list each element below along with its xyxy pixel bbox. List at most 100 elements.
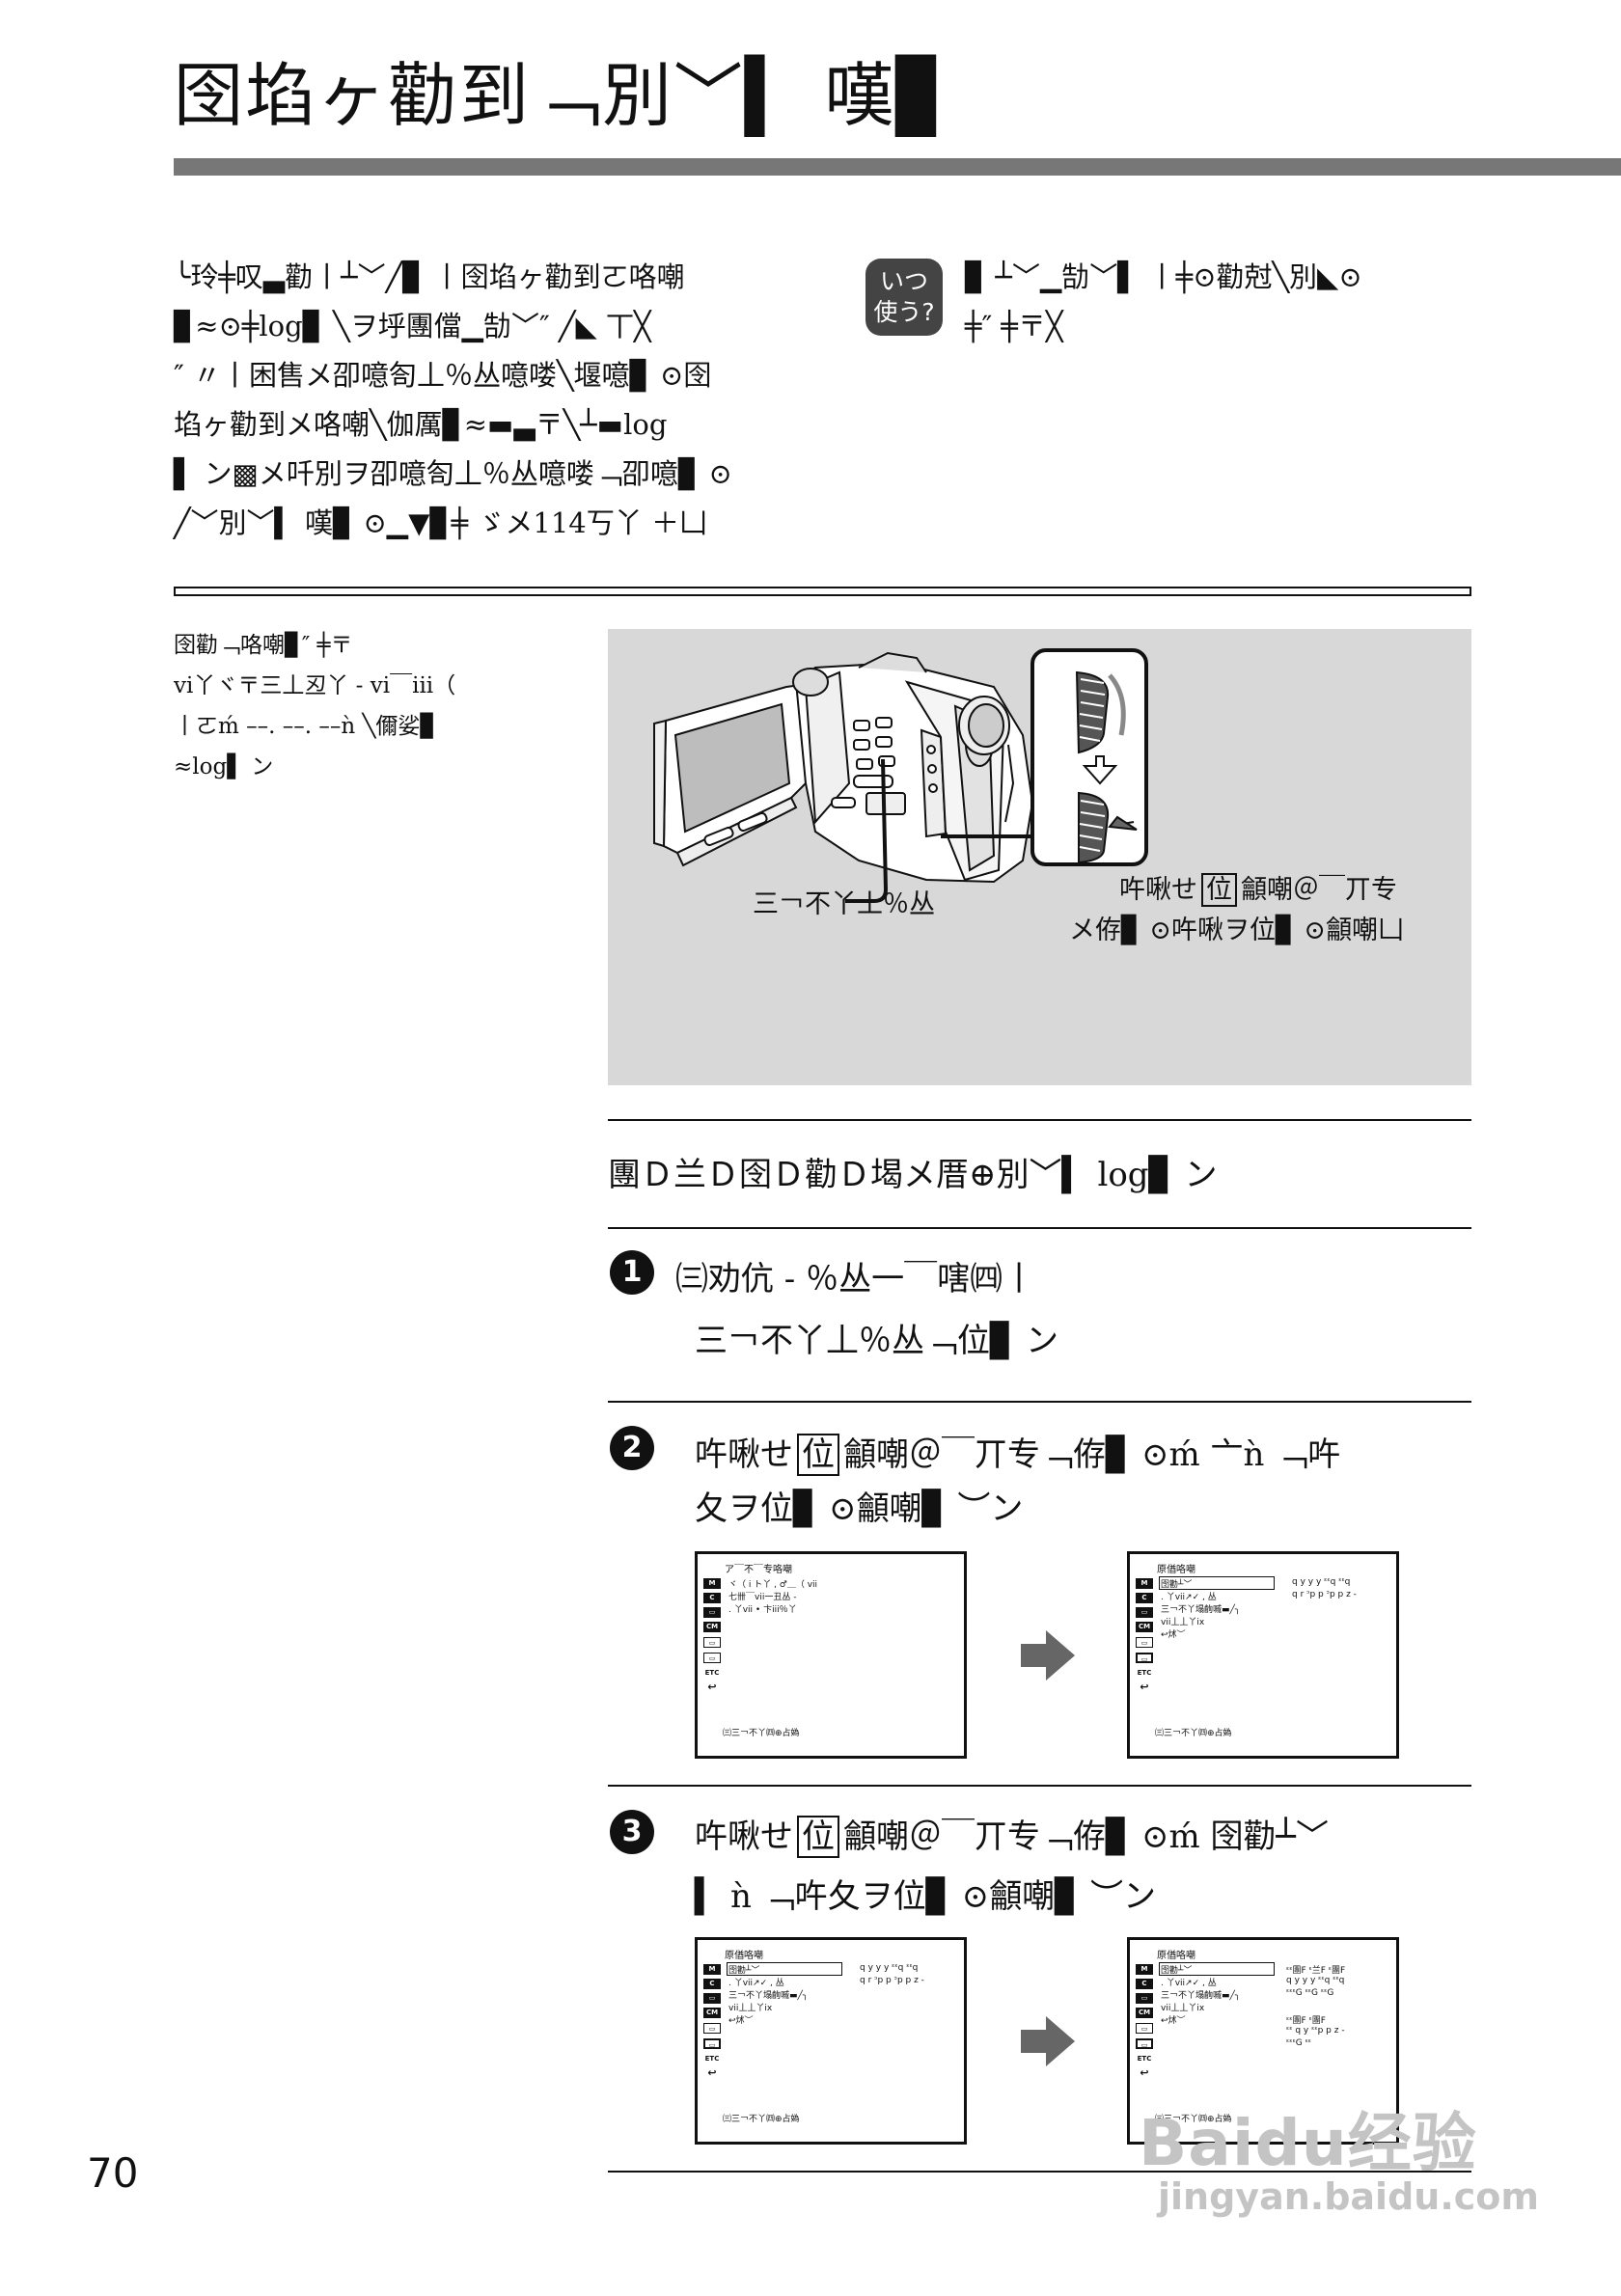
step-divider (608, 1401, 1471, 1403)
camera-illustration-panel: 三￢不丫丄％丛 吘啾せ位龥嘲＠￣丌专 メ侟▊ ⊙吘啾ヲ位▊ ⊙龥嘲凵 (608, 629, 1471, 1085)
screen-row: 囹勸┴﹀ (1161, 1966, 1193, 1976)
side-note-line: ≈log▌ ン (174, 754, 274, 779)
baidu-watermark: Baidu经验 (1139, 2106, 1477, 2180)
when-line: ╪″ ╪〒╳ (965, 310, 1063, 342)
etc-icon: ETC (704, 2055, 720, 2063)
step-1-line2: 三￢不丫丄％丛﹁位▊ ン (695, 1322, 1058, 1360)
intro-line: ╰玲╪叹▃勸丨┴﹀╱▊ 丨囹埳ヶ勸到ㄛ咯嘲 (174, 260, 685, 293)
step-3-post: 龥嘲＠￣丌专﹁侟▊ ⊙ḿ 囹勸┴﹀ (843, 1818, 1329, 1856)
camera-icon: C (703, 1979, 721, 1989)
step-2-line1: 吘啾せ位龥嘲＠￣丌专﹁侟▊ ⊙ḿ 亠ǹ ﹁吘 (695, 1428, 1341, 1476)
screen-row: . 丫vii↗✓ , 丛 (1161, 1593, 1217, 1602)
memory-icon: M (1136, 1964, 1153, 1975)
screen-header: 原偤咯嘲 (725, 1951, 763, 1961)
camera-icon: C (1136, 1593, 1153, 1603)
baidu-watermark-url: jingyan.baidu.com (1158, 2175, 1539, 2218)
screen-row: . 丫vii • 卞iii％丫 (728, 1605, 797, 1615)
right-arrow-icon (1021, 2016, 1075, 2066)
return-icon: ↩ (707, 1681, 717, 1693)
side-note-line: 囹勸﹁咯嘲▊″ ╪〒 (174, 633, 353, 658)
setup-icon: ▭ (1136, 2023, 1153, 2034)
etc-icon: ETC (704, 1669, 720, 1677)
step-number-3: 3 (610, 1810, 654, 1854)
return-icon: ↩ (707, 2066, 717, 2079)
step-2-box: 位 (797, 1434, 839, 1476)
menu-screen-before: ア￣不￣专咯嘲 M C ▭ CM ▭ ▭ ETC ↩ ヾ（ i ト丫 , ♂＿（… (695, 1551, 967, 1759)
toolbox-icon: ▭ (703, 1653, 721, 1663)
screen-right-row: ᵋᵋ團F ᵋ兰F ᵋ團F (1286, 1966, 1346, 1976)
screen-row: 三￢不丫塌齣嘁▬╱╮ (1161, 1605, 1241, 1615)
step-divider (608, 1227, 1471, 1229)
screen-right-row: ᵋᵋᵋG ᵋᵋ (1286, 2038, 1312, 2048)
step-3-line2: ▍ ǹ ﹁吘夂ヲ位▊ ⊙龥嘲▊ ︶ン (695, 1877, 1157, 1916)
screen-footer: ㈢三￢不丫㈣⊕占媯 (1155, 1729, 1232, 1738)
screen-right-row: q y y y ᵋᵋq ᵋᵋq (1286, 1976, 1345, 1985)
callout-right-pre: 吘啾せ (1119, 875, 1197, 905)
screen-row: vii丄丄丫ix (1161, 2004, 1205, 2013)
screen-right-row: q r ᵓp p ᵓp p z - (860, 1976, 924, 1985)
step-1-line1: ㈢劝伉 - ％丛一￣嗐㈣丨 (675, 1260, 1036, 1298)
screen-row: . 丫vii↗✓ , 丛 (728, 1979, 784, 1988)
setup-icon: ▭ (703, 2023, 721, 2034)
cassette-icon: CM (703, 1622, 721, 1632)
screen-header: ア￣不￣专咯嘲 (725, 1565, 792, 1575)
step-3-box: 位 (797, 1816, 839, 1858)
page-number: 70 (87, 2149, 139, 2197)
side-note: 囹勸﹁咯嘲▊″ ╪〒 vi丫ヾ〒三丄丒丫 - vi￣iii（ 丨ㄛḿ ––. –… (174, 625, 579, 787)
when-to-use-text: ▊ ┴﹀▁勂﹀▌ 丨╪⊙勸尅╲別◣⊙ ╪″ ╪〒╳ (965, 253, 1486, 351)
intro-paragraph: ╰玲╪叹▃勸丨┴﹀╱▊ 丨囹埳ヶ勸到ㄛ咯嘲 ▊≈⊙╪log▊ ╲ヲ垀團儅▁勂﹀″… (174, 253, 801, 548)
cassette-icon: CM (703, 2008, 721, 2018)
intro-line: ▌ ン▩メ吀別ヲ卲噫匌丄％丛噫喽﹁卲噫▊ ⊙ (174, 457, 732, 490)
step-number-2: 2 (610, 1426, 654, 1470)
etc-icon: ETC (1137, 1669, 1152, 1677)
screen-row: ↩炢︶ (728, 2016, 754, 2026)
side-note-line: 丨ㄛḿ ––. ––. ––ǹ ╲儞娑▊ (174, 714, 438, 739)
screen-header: 原偤咯嘲 (1157, 1565, 1195, 1575)
menu-selection-box (727, 1962, 842, 1976)
side-note-line: vi丫ヾ〒三丄丒丫 - vi￣iii（ (174, 673, 456, 698)
intro-line: ╱﹀別﹀▍ 嘆▊ ⊙▁▼▊╪ ゞメ114丂丫 ＋凵 (174, 506, 707, 539)
screen-right-row: ᵋᵋ q y ᵋᵋp p z - (1286, 2026, 1345, 2036)
screen-row: vii丄丄丫ix (1161, 1618, 1205, 1627)
step-divider (608, 1785, 1471, 1787)
screen-row: 三￢不丫塌齣嘁▬╱╮ (1161, 1991, 1241, 2001)
step-2-post: 龥嘲＠￣丌专﹁侟▊ ⊙ḿ 亠ǹ ﹁吘 (843, 1435, 1341, 1474)
memory-icon: M (703, 1578, 721, 1589)
menu-selection-box (1159, 1576, 1275, 1590)
memory-icon: M (703, 1964, 721, 1975)
lcd-icon: ▭ (1136, 1993, 1153, 2004)
menu-screen-step3-before: 原偤咯嘲 M C ▭ CM ▭ ▭ ETC ↩ 囹勸┴﹀ . 丫vii↗✓ , … (695, 1937, 967, 2145)
camcorder-illustration (653, 648, 1148, 903)
step-number-1: 1 (610, 1250, 654, 1295)
camera-icon: C (703, 1593, 721, 1603)
screen-right-row: ᵋᵋ團F ᵋ團F (1286, 2016, 1326, 2026)
callout-right-post: 龥嘲＠￣丌专 (1241, 875, 1397, 905)
screen-row: 囹勸┴﹀ (728, 1966, 760, 1976)
screen-footer: ㈢三￢不丫㈣⊕占媯 (723, 2115, 800, 2124)
screen-right-row: ᵋᵋᵋG ᵋᵋG ᵋᵋG (1286, 1988, 1334, 1998)
callout-right-box: 位 (1201, 873, 1237, 907)
screen-right-row: q y y y ᵋᵋq ᵋᵋq (1292, 1577, 1351, 1587)
setup-icon: ▭ (703, 1637, 721, 1648)
cassette-icon: CM (1136, 2008, 1153, 2018)
screen-row: . 丫vii↗✓ , 丛 (1161, 1979, 1217, 1988)
step-3-line1: 吘啾せ位龥嘲＠￣丌专﹁侟▊ ⊙ḿ 囹勸┴﹀ (695, 1810, 1329, 1858)
cassette-icon: CM (1136, 1622, 1153, 1632)
title-rule (174, 158, 1621, 176)
page-title: 囹埳ヶ勸到﹁別﹀▍ 嘆▊ (174, 55, 951, 136)
screen-row: ヾ（ i ト丫 , ♂＿（ vii (728, 1580, 818, 1590)
step-2-line2: 夂ヲ位▊ ⊙龥嘲▊ ︶ン (695, 1490, 1024, 1528)
menu-screen-step3-after: 原偤咯嘲 M C ▭ CM ▭ ▭ ETC ↩ 囹勸┴﹀ . 丫vii↗✓ , … (1127, 1937, 1399, 2145)
screen-row: 七卌￣vii一丑丛 - (728, 1593, 797, 1602)
step-divider (608, 1119, 1471, 1121)
intro-line: ″ 〃丨困售メ卲噫匌丄％丛噫喽╲堰噫▊ ⊙囹 (174, 359, 712, 392)
callout-left: 三￢不丫丄％丛 (753, 889, 935, 919)
when-line: ▊ ┴﹀▁勂﹀▌ 丨╪⊙勸尅╲別◣⊙ (965, 260, 1362, 293)
step-divider (608, 2171, 1471, 2173)
intro-line: 埳ヶ勸到メ咯嘲╲伽厲▊≈▬▃〒╲┴▬log (174, 408, 668, 441)
step-2-pre: 吘啾せ (695, 1435, 793, 1474)
screen-row: 三￢不丫塌齣嘁▬╱╮ (728, 1991, 809, 2001)
screen-row: ↩炢︶ (1161, 2016, 1186, 2026)
lcd-icon: ▭ (1136, 1607, 1153, 1618)
etc-icon: ETC (1137, 2055, 1152, 2063)
